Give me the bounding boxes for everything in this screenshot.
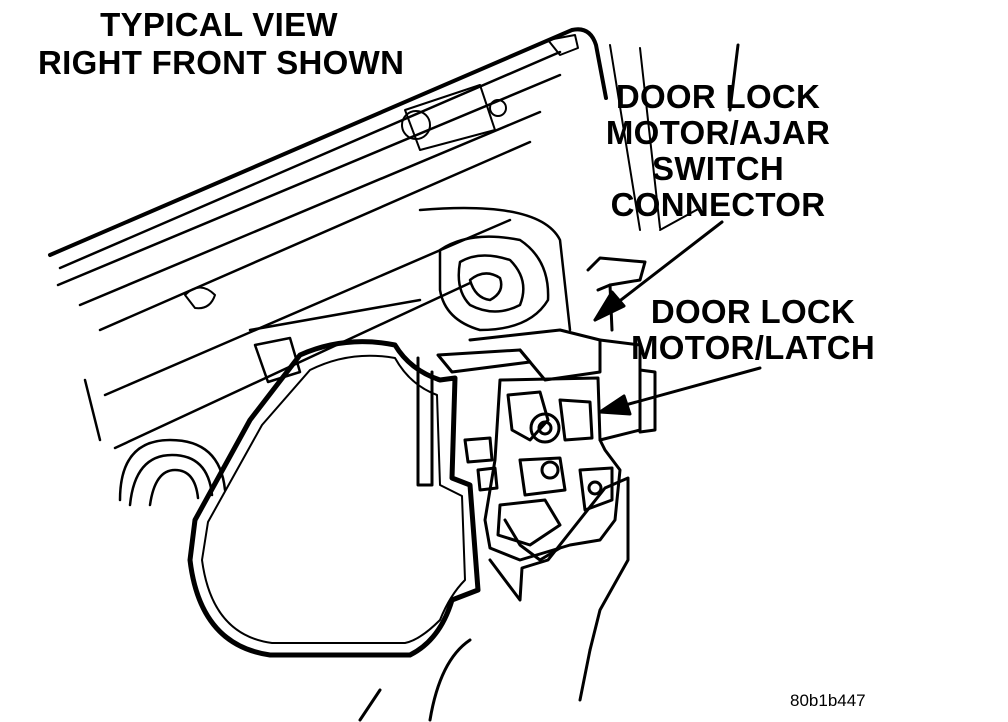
door-shell-edge xyxy=(358,476,630,722)
connector-callout-line-3: SWITCH xyxy=(652,150,784,187)
latch-callout: DOOR LOCK MOTOR/LATCH xyxy=(628,295,878,364)
view-note-line-2: RIGHT FRONT SHOWN xyxy=(38,44,405,81)
connector-callout-line-4: CONNECTOR xyxy=(610,186,826,223)
figure-id: 80b1b447 xyxy=(790,691,866,710)
latch-bracket xyxy=(416,256,657,487)
connector-callout-line-1: DOOR LOCK xyxy=(615,78,821,115)
door-panel-lines xyxy=(48,27,740,450)
latch-callout-line-1: DOOR LOCK xyxy=(650,293,856,330)
connector-callout-line-2: MOTOR/AJAR xyxy=(605,114,831,151)
latch-callout-line-2: MOTOR/LATCH xyxy=(630,329,876,366)
latch-arrow-head xyxy=(598,394,632,416)
view-note-line-1: TYPICAL VIEW xyxy=(100,6,338,43)
leader-arrows xyxy=(593,220,762,416)
view-note: TYPICAL VIEW RIGHT FRONT SHOWN xyxy=(38,6,405,81)
latch-mechanism xyxy=(463,376,622,562)
door-inner-stamping xyxy=(118,206,572,507)
connector-arrow-head xyxy=(593,290,626,322)
connector-callout: DOOR LOCK MOTOR/AJAR SWITCH CONNECTOR xyxy=(600,80,836,221)
door-lower-loop xyxy=(187,339,481,658)
